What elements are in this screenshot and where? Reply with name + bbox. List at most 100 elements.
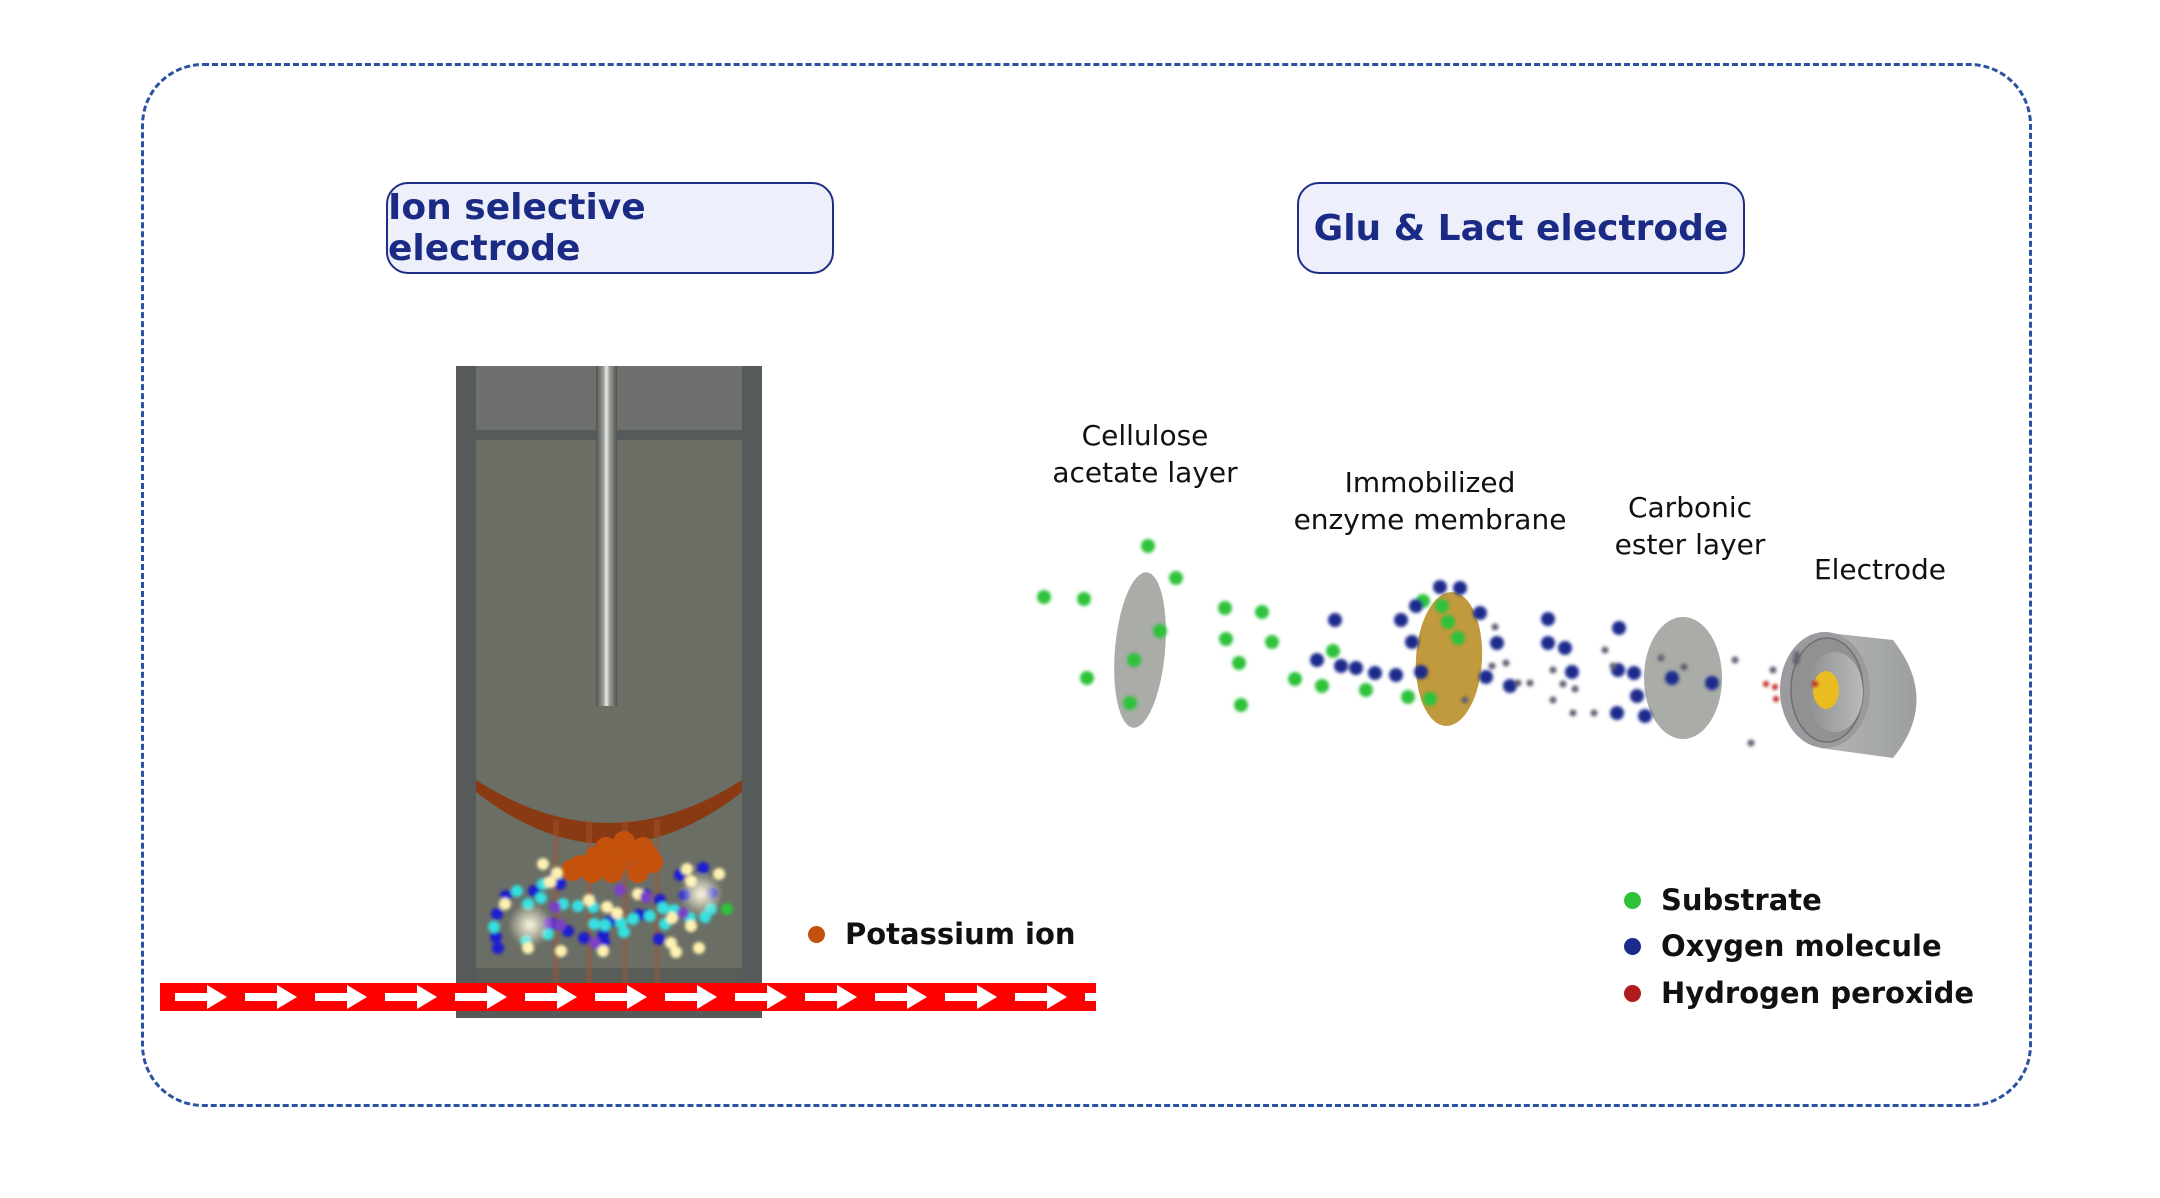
ion-particle	[627, 913, 639, 925]
oxygen-particle	[1334, 659, 1348, 673]
label-line: Carbonic	[1627, 491, 1753, 524]
product-particle	[1491, 623, 1499, 631]
label-line: Immobilized	[1344, 466, 1516, 499]
electrode-gold-tip	[1813, 671, 1839, 709]
ion-particle	[681, 863, 693, 875]
substrate-particle	[1255, 605, 1269, 619]
product-particle	[1731, 656, 1739, 664]
flow-arrow-icon	[735, 985, 787, 1009]
substrate-dot-icon	[1624, 891, 1641, 909]
product-particle	[1461, 696, 1469, 704]
oxygen-particle	[1627, 666, 1641, 680]
flow-arrow-icon	[315, 985, 367, 1009]
oxygen-particle	[1541, 636, 1555, 650]
ion-particle	[670, 946, 682, 958]
product-particle	[1514, 679, 1522, 687]
substrate-particle	[1326, 644, 1340, 658]
substrate-particle	[1359, 683, 1373, 697]
flow-arrow-icon	[805, 985, 857, 1009]
legend-label: Hydrogen peroxide	[1661, 976, 1975, 1010]
substrate-particle	[1435, 599, 1449, 613]
product-particle	[1609, 662, 1617, 670]
flow-arrow-icon	[175, 985, 227, 1009]
product-particle	[1657, 654, 1665, 662]
oxygen-particle	[1349, 661, 1363, 675]
ion-particle	[599, 919, 611, 931]
product-particle	[1769, 666, 1777, 674]
potassium-ion	[637, 845, 659, 867]
flow-arrow-icon	[245, 985, 297, 1009]
ion-particle	[588, 918, 600, 930]
legend-label: Substrate	[1661, 883, 1822, 917]
cellulose-acetate-layer	[1114, 572, 1166, 728]
enzyme-membrane-label: Immobilized enzyme membrane	[1280, 464, 1580, 538]
oxygen-particle	[1665, 671, 1679, 685]
substrate-particle	[1037, 590, 1051, 604]
product-particle	[1502, 659, 1510, 667]
ion-particle	[693, 942, 705, 954]
oxygen-particle	[1630, 689, 1644, 703]
ion-particle	[618, 926, 630, 938]
substrate-particle	[1141, 539, 1155, 553]
substrate-particle	[721, 903, 733, 915]
product-particle	[1793, 651, 1801, 659]
product-particle	[1526, 679, 1534, 687]
substrate-particle	[1234, 698, 1248, 712]
oxygen-particle	[1610, 706, 1624, 720]
oxygen-particle	[1705, 676, 1719, 690]
ion-particle	[640, 891, 652, 903]
flow-arrow-icon	[455, 985, 507, 1009]
ion-particle	[572, 900, 584, 912]
flow-channel	[160, 983, 1137, 1011]
label-line: enzyme membrane	[1293, 503, 1567, 536]
substrate-particle	[1218, 601, 1232, 615]
oxygen-particle	[1503, 679, 1517, 693]
oxygen-particle	[1405, 635, 1419, 649]
ion-particles	[488, 858, 733, 958]
flow-arrow-icon	[525, 985, 577, 1009]
product-particle	[1549, 696, 1557, 704]
ion-particle	[597, 945, 609, 957]
oxygen-dot-icon	[1624, 937, 1641, 955]
product-particle	[1590, 709, 1598, 717]
glu-lact-electrode	[1037, 539, 1917, 758]
flow-arrow-icon	[945, 985, 997, 1009]
electrode-cylinder	[1780, 632, 1917, 758]
flow-arrow-icon	[595, 985, 647, 1009]
oxygen-particle	[1558, 641, 1572, 655]
carbonic-ester-label: Carbonic ester layer	[1590, 489, 1790, 563]
ion-particle	[601, 901, 613, 913]
ion-selective-electrode-title: Ion selective electrode	[386, 182, 834, 274]
label-line: ester layer	[1614, 528, 1766, 561]
electrode-rod	[596, 366, 617, 706]
ion-particle	[535, 892, 547, 904]
product-particle	[1792, 657, 1800, 665]
flow-arrow-icon	[1085, 985, 1137, 1009]
ion-particle	[644, 910, 656, 922]
oxygen-particle	[1394, 613, 1408, 627]
oxygen-particle	[1473, 606, 1487, 620]
potassium-ion-cluster	[561, 831, 663, 883]
potassium-ion	[561, 859, 583, 881]
ion-selective-electrode	[456, 366, 762, 1018]
flow-arrow-icon	[665, 985, 717, 1009]
substrate-particle	[1169, 571, 1183, 585]
ion-channel-streak	[622, 820, 628, 985]
legend-substrate: Substrate	[1624, 883, 1822, 917]
glu-lact-particles	[1037, 539, 1818, 747]
product-particle	[1680, 663, 1688, 671]
diagram-frame	[141, 63, 2032, 1107]
substrate-particle	[1423, 692, 1437, 706]
product-particle	[1571, 685, 1579, 693]
ion-particle	[544, 876, 556, 888]
potassium-ion	[589, 853, 611, 875]
glow-particle	[508, 903, 552, 947]
ion-particle	[653, 933, 665, 945]
substrate-particle	[1401, 690, 1415, 704]
substrate-particle	[1441, 615, 1455, 629]
hydrogen-peroxide-dot-icon	[1624, 984, 1641, 1002]
substrate-particle	[1080, 671, 1094, 685]
oxygen-particle	[1433, 580, 1447, 594]
potassium-ion	[613, 831, 635, 853]
